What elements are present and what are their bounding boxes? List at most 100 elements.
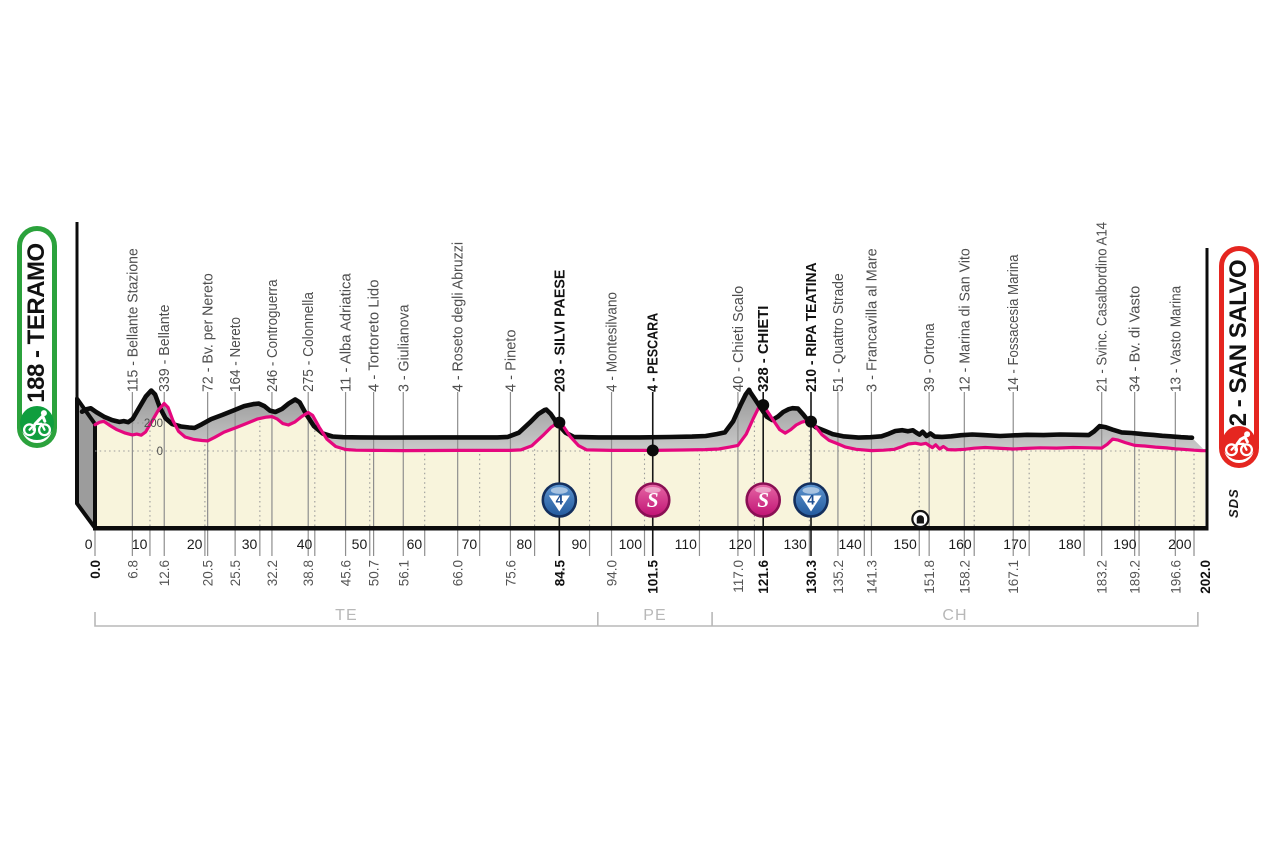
svg-text:4: 4: [807, 493, 815, 508]
km-distance-label: 117.0: [731, 560, 746, 593]
start-badge-label: 188 - TERAMO: [23, 243, 50, 403]
km-tick-label: 180: [1058, 536, 1082, 552]
km-tick-label: 170: [1003, 536, 1027, 552]
profile-3d-edge: [79, 387, 1195, 441]
waypoint-label: 275 - Colonnella: [301, 291, 317, 392]
km-tick-label: 10: [132, 536, 148, 552]
waypoint-label: 39 - Ortona: [922, 322, 938, 392]
waypoint-label: 4 - Roseto degli Abruzzi: [451, 242, 467, 392]
marker-dot: [553, 416, 566, 429]
km-tick-label: 0: [85, 536, 93, 552]
km-distance-label: 20.5: [201, 560, 216, 586]
marker-dot: [646, 444, 659, 457]
waypoint-label: 328 - CHIETI: [755, 306, 772, 392]
km-tick-label: 130: [783, 536, 807, 552]
km-tick-label: 190: [1113, 536, 1137, 552]
finish-line: [1205, 248, 1209, 531]
km-tick-label: 150: [893, 536, 917, 552]
km-distance-label: 183.2: [1095, 560, 1110, 594]
waypoint-label: 4 - Montesilvano: [605, 292, 621, 392]
km-distance-label: 25.5: [228, 560, 243, 586]
waypoint-label: 3 - Francavilla al Mare: [864, 248, 880, 392]
finish-badge-label: 2 - SAN SALVO: [1225, 259, 1252, 427]
km-tick-label: 100: [619, 536, 643, 552]
climb-cat4-marker: 4: [793, 482, 829, 518]
climb-cat4-marker: 4: [541, 482, 578, 518]
waypoint-label: 4 - PESCARA: [645, 313, 662, 392]
km-tick-label: 70: [462, 536, 478, 552]
km-distance-label: 75.6: [503, 560, 518, 586]
waypoint-label: 3 - Giulianova: [396, 304, 412, 392]
start-badge-circle: [20, 406, 54, 440]
km-tick-label: 140: [838, 536, 862, 552]
waypoint-label: 11 - Alba Adriatica: [339, 272, 355, 392]
waypoint-label: 203 - SILVI PAESE: [551, 270, 568, 392]
waypoint-label: 72 - Bv. per Nereto: [201, 273, 217, 392]
elevation-label: 0: [157, 446, 163, 458]
svg-text:S: S: [647, 488, 659, 512]
km-tick-label: 200: [1168, 536, 1192, 552]
marker-dot: [757, 399, 770, 412]
svg-text:4: 4: [556, 493, 564, 508]
waypoint-label: 339 - Bellante: [157, 305, 173, 393]
km-tick-label: 20: [187, 536, 203, 552]
tunnel-icon: [911, 509, 930, 529]
svg-text:S: S: [757, 488, 769, 512]
km-distance-label: 56.1: [396, 560, 411, 586]
waypoint-label: 51 - Quattro Strade: [831, 273, 847, 392]
km-distance-label: 135.2: [831, 560, 846, 594]
km-tick-label: 40: [297, 536, 313, 552]
km-distance-label: 101.5: [646, 560, 661, 594]
km-distance-label: 0.0: [88, 560, 103, 579]
km-distance-label: 158.2: [957, 560, 972, 594]
waypoint-label: 4 - Tortoreto Lido: [367, 280, 383, 393]
waypoint-label: 115 - Bellante Stazione: [125, 248, 141, 392]
km-tick-label: 160: [948, 536, 972, 552]
km-distance-label: 32.2: [265, 560, 280, 586]
profile-line: [93, 401, 1207, 453]
province-label: CH: [942, 607, 967, 624]
designer-signature: SDS: [1226, 488, 1241, 518]
km-tick-label: 90: [571, 536, 587, 552]
km-distance-label: 121.6: [756, 560, 771, 594]
km-distance-label: 50.7: [367, 560, 382, 586]
waypoint-label: 246 - Controguerra: [265, 279, 281, 392]
km-distance-label: 12.6: [157, 560, 172, 586]
km-tick-label: 60: [407, 536, 423, 552]
profile-front-face: [95, 402, 1205, 528]
province-label: TE: [335, 607, 357, 624]
sprinter-cyclist-icon: [1224, 431, 1254, 457]
finish-badge-circle: [1222, 426, 1256, 460]
km-tick-label: 80: [517, 536, 533, 552]
cyclist-icon: [22, 410, 52, 437]
province-label: PE: [643, 607, 666, 624]
waypoint-label: 210 - RIPA TEATINA: [803, 262, 820, 392]
start-line: [75, 222, 79, 505]
km-distance-label: 45.6: [339, 560, 354, 586]
start-badge: 188 - TERAMO: [17, 226, 57, 448]
finish-badge: 2 - SAN SALVO: [1219, 246, 1259, 468]
waypoint-label: 21 - Svinc. Casalbordino A14: [1095, 222, 1111, 392]
km-distance-label: 66.0: [451, 560, 466, 586]
km-distance-label: 38.8: [301, 560, 316, 586]
km-distance-label: 84.5: [552, 560, 567, 587]
waypoint-label: 14 - Fossacesia Marina: [1006, 254, 1022, 392]
km-tick-label: 50: [352, 536, 368, 552]
km-tick-label: 120: [729, 536, 753, 552]
waypoint-label: 12 - Marina di San Vito: [957, 248, 973, 392]
province-bracket: [94, 612, 1199, 627]
waypoint-label: 40 - Chieti Scalo: [731, 286, 747, 392]
km-distance-label: 151.8: [922, 560, 937, 594]
sprint-marker: S: [634, 482, 671, 518]
waypoint-label: 164 - Nereto: [228, 317, 244, 392]
km-distance-label: 196.6: [1168, 560, 1183, 594]
km-distance-label: 6.8: [125, 560, 140, 579]
waypoint-label: 4 - Pineto: [503, 329, 519, 392]
km-distance-label: 141.3: [864, 560, 879, 594]
profile-left-face: [75, 396, 97, 530]
x-axis: [93, 526, 1208, 531]
km-distance-label: 189.2: [1128, 560, 1143, 594]
waypoint-label: 34 - Bv. di Vasto: [1128, 286, 1144, 392]
